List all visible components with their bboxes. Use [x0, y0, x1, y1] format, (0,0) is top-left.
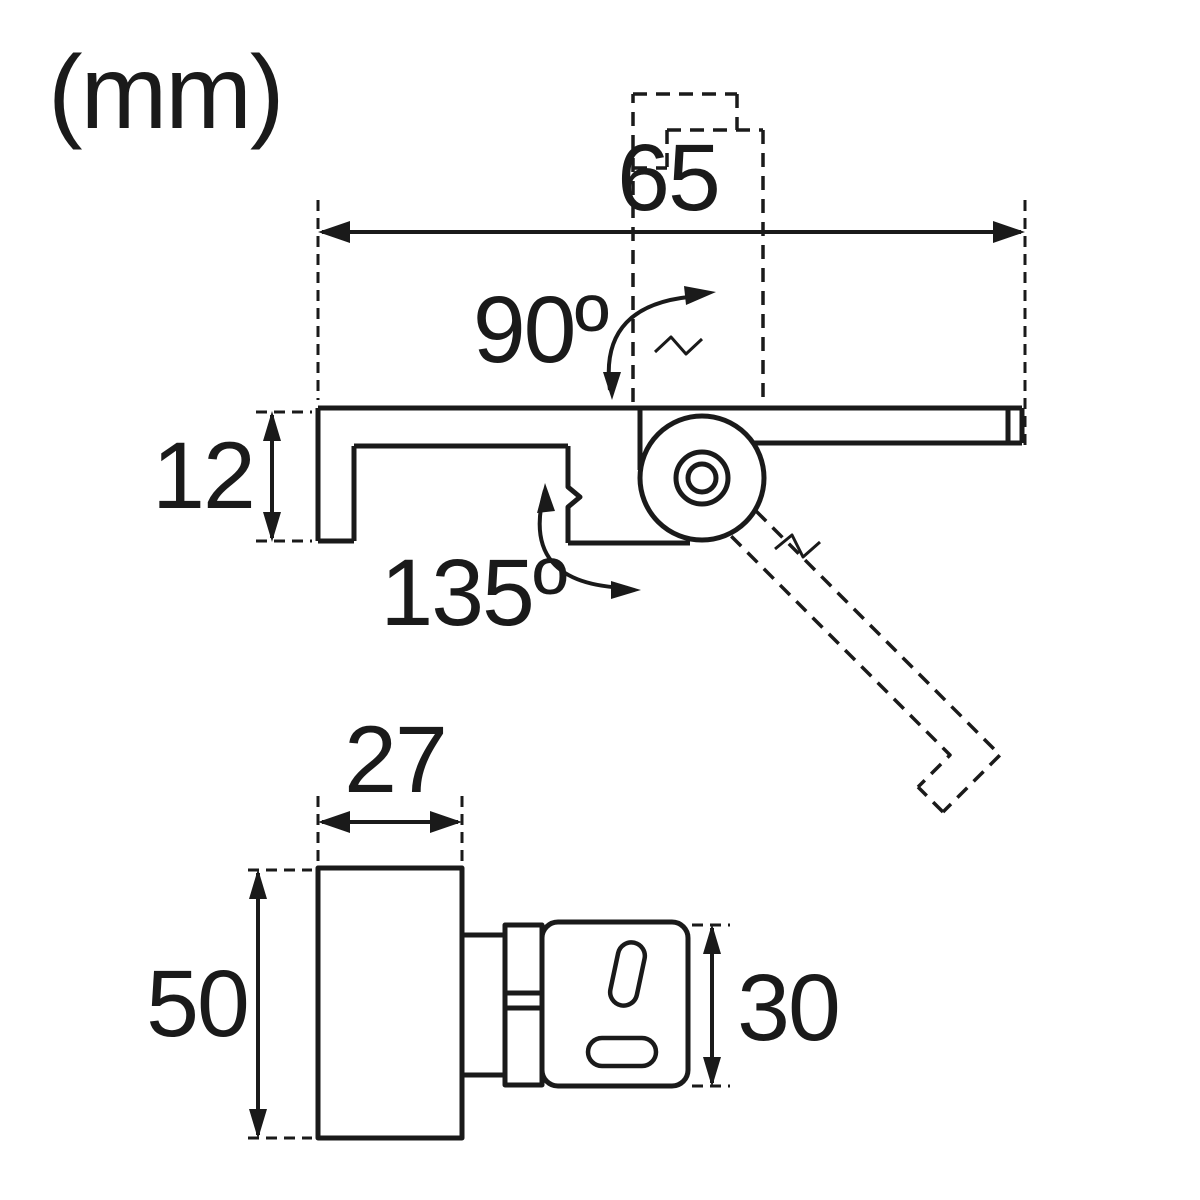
dim-27-label: 27: [344, 707, 446, 813]
dim-30-arrow-top: [703, 924, 721, 954]
dim-overall-width: 65: [316, 125, 1027, 446]
angle-135-arrow-right: [611, 581, 641, 599]
mounting-plate: [539, 919, 691, 1089]
side-view: 65 90º 12 1: [152, 92, 1027, 814]
dim-body-width: 27: [316, 707, 464, 862]
hinge-knuckle: [462, 922, 545, 1088]
angle-90-arc: [606, 294, 701, 391]
plate-slot-horizontal: [585, 1035, 659, 1069]
dim-27-arrow-left: [318, 811, 350, 833]
dim-12-arrow-bottom: [263, 512, 281, 542]
hinge-bolt-inner: [685, 461, 719, 495]
knuckle-bar: [502, 922, 545, 1088]
fold-135-break-mark: [774, 533, 821, 559]
angle-90-arrow-up: [684, 286, 716, 305]
dim-50-arrow-bottom: [249, 1109, 267, 1139]
plate-slot-vertical: [607, 940, 648, 1008]
dim-12-arrow-top: [263, 411, 281, 441]
dim-profile-height: 12: [152, 410, 312, 543]
angle-135-label: 135º: [380, 540, 567, 646]
dim-50-label: 50: [146, 951, 248, 1057]
angle-90-label: 90º: [473, 277, 609, 383]
hinge-bolt-outer: [673, 449, 731, 507]
dim-65-arrow-left: [318, 221, 350, 243]
dim-65-arrow-right: [993, 221, 1025, 243]
dim-30-label: 30: [737, 955, 839, 1061]
body-outline: [315, 865, 465, 1141]
angle-135-arrow-up: [537, 483, 555, 513]
dim-50-arrow-top: [249, 869, 267, 899]
angle-135-annotation: 135º: [380, 483, 641, 646]
bracket-side-profile: [315, 405, 1025, 546]
dim-30-arrow-bottom: [703, 1057, 721, 1087]
fold-135-tip-cap: [916, 785, 945, 814]
units-label: (mm): [48, 35, 283, 151]
fold-135-outer-edge: [738, 493, 1002, 814]
front-view: 27 50 30: [146, 707, 841, 1141]
dim-65-label: 65: [617, 125, 719, 231]
angle-90-annotation: 90º: [473, 277, 716, 400]
rotated-position-90-outline: [631, 92, 765, 402]
dim-plate-height: 30: [692, 923, 841, 1088]
fold-90-break-mark: [653, 335, 704, 356]
profile-flange-edge: [565, 446, 583, 543]
fold-135-inner-edge: [713, 518, 952, 789]
angle-90-arrow-down: [603, 372, 621, 400]
dim-12-label: 12: [152, 423, 254, 529]
rotated-position-135-outline: [713, 493, 1002, 814]
dim-27-arrow-right: [430, 811, 462, 833]
dim-body-height: 50: [146, 868, 312, 1140]
